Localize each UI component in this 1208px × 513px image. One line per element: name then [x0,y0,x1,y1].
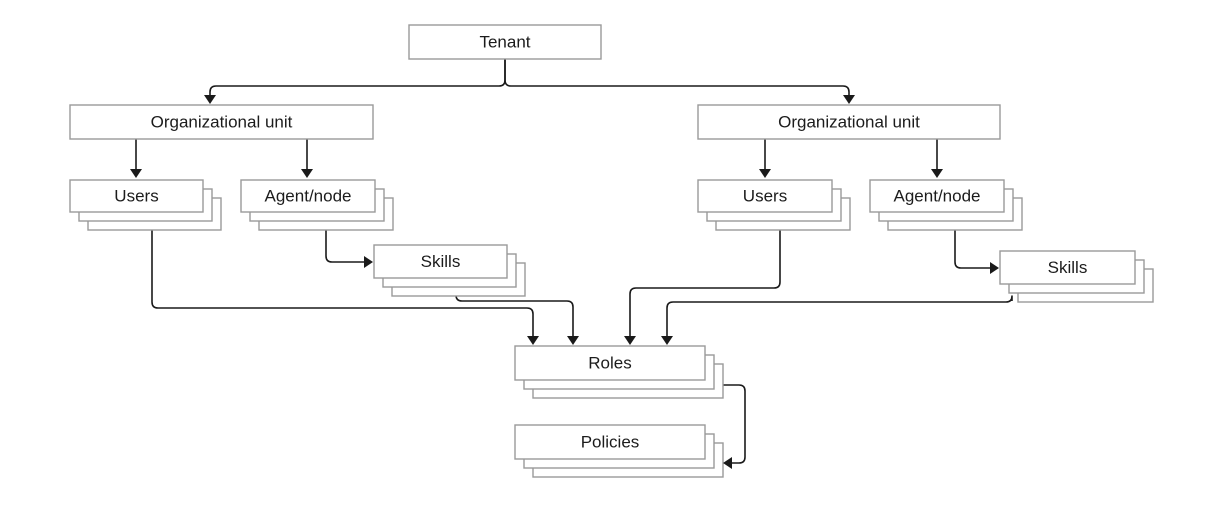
node-skills-right[interactable]: Skills [999,250,1154,303]
node-policies[interactable]: Policies [514,424,724,478]
connector-agent-right-to-skills [954,229,992,269]
node-tenant[interactable]: Tenant [408,24,602,60]
arrowhead-layer [130,95,999,469]
node-agent-left[interactable]: Agent/node [240,179,394,231]
node-skills-right-box[interactable] [999,250,1136,285]
arrow-roles-2-arrowhead-icon [567,336,579,345]
arrow-policies-arrowhead-icon [723,457,732,469]
node-agent-right[interactable]: Agent/node [869,179,1023,231]
node-ou-left-label: Organizational unit [151,112,293,131]
connector-users-right-to-roles [629,229,781,339]
arrow-ou-right-arrowhead-icon [843,95,855,104]
node-roles-box[interactable] [514,345,706,381]
node-agent-right-label: Agent/node [894,186,981,205]
arrow-users-right-arrowhead-icon [759,169,771,178]
arrow-skills-right-arrowhead-icon [990,262,999,274]
connector-tenant-to-ou-right [504,59,850,98]
node-agent-left-box[interactable] [240,179,376,213]
arrow-agent-left-arrowhead-icon [301,169,313,178]
node-users-right-label: Users [743,186,787,205]
connector-skills-right-to-roles [666,295,1013,339]
arrow-roles-1-arrowhead-icon [527,336,539,345]
node-roles-label: Roles [588,353,631,372]
node-ou-right-label: Organizational unit [778,112,920,131]
connector-roles-to-policies [721,384,746,464]
node-agent-right-box[interactable] [869,179,1005,213]
node-skills-right-label: Skills [1048,258,1088,277]
connector-users-left-to-roles [151,229,534,339]
node-users-right[interactable]: Users [697,179,851,231]
node-ou-right[interactable]: Organizational unit [697,104,1001,140]
node-users-left[interactable]: Users [69,179,222,231]
node-tenant-box[interactable] [408,24,602,60]
node-ou-left-box[interactable] [69,104,374,140]
arrow-ou-left-arrowhead-icon [204,95,216,104]
node-users-left-box[interactable] [69,179,204,213]
arrow-roles-3-arrowhead-icon [624,336,636,345]
node-users-left-label: Users [114,186,158,205]
node-skills-left-box[interactable] [373,244,508,279]
node-users-right-box[interactable] [697,179,833,213]
arrow-agent-right-arrowhead-icon [931,169,943,178]
node-skills-left[interactable]: Skills [373,244,526,297]
arrow-users-left-arrowhead-icon [130,169,142,178]
connector-layer [135,59,1013,464]
connector-agent-left-to-skills [325,229,366,263]
node-policies-box[interactable] [514,424,706,460]
arrow-roles-4-arrowhead-icon [661,336,673,345]
node-ou-right-box[interactable] [697,104,1001,140]
node-skills-left-label: Skills [421,252,461,271]
node-tenant-label: Tenant [479,32,530,51]
node-roles[interactable]: Roles [514,345,724,399]
arrow-skills-left-arrowhead-icon [364,256,373,268]
node-agent-left-label: Agent/node [265,186,352,205]
connector-skills-left-to-roles [455,294,574,339]
node-ou-left[interactable]: Organizational unit [69,104,374,140]
connector-tenant-to-ou-left [209,59,506,98]
node-policies-label: Policies [581,432,640,451]
